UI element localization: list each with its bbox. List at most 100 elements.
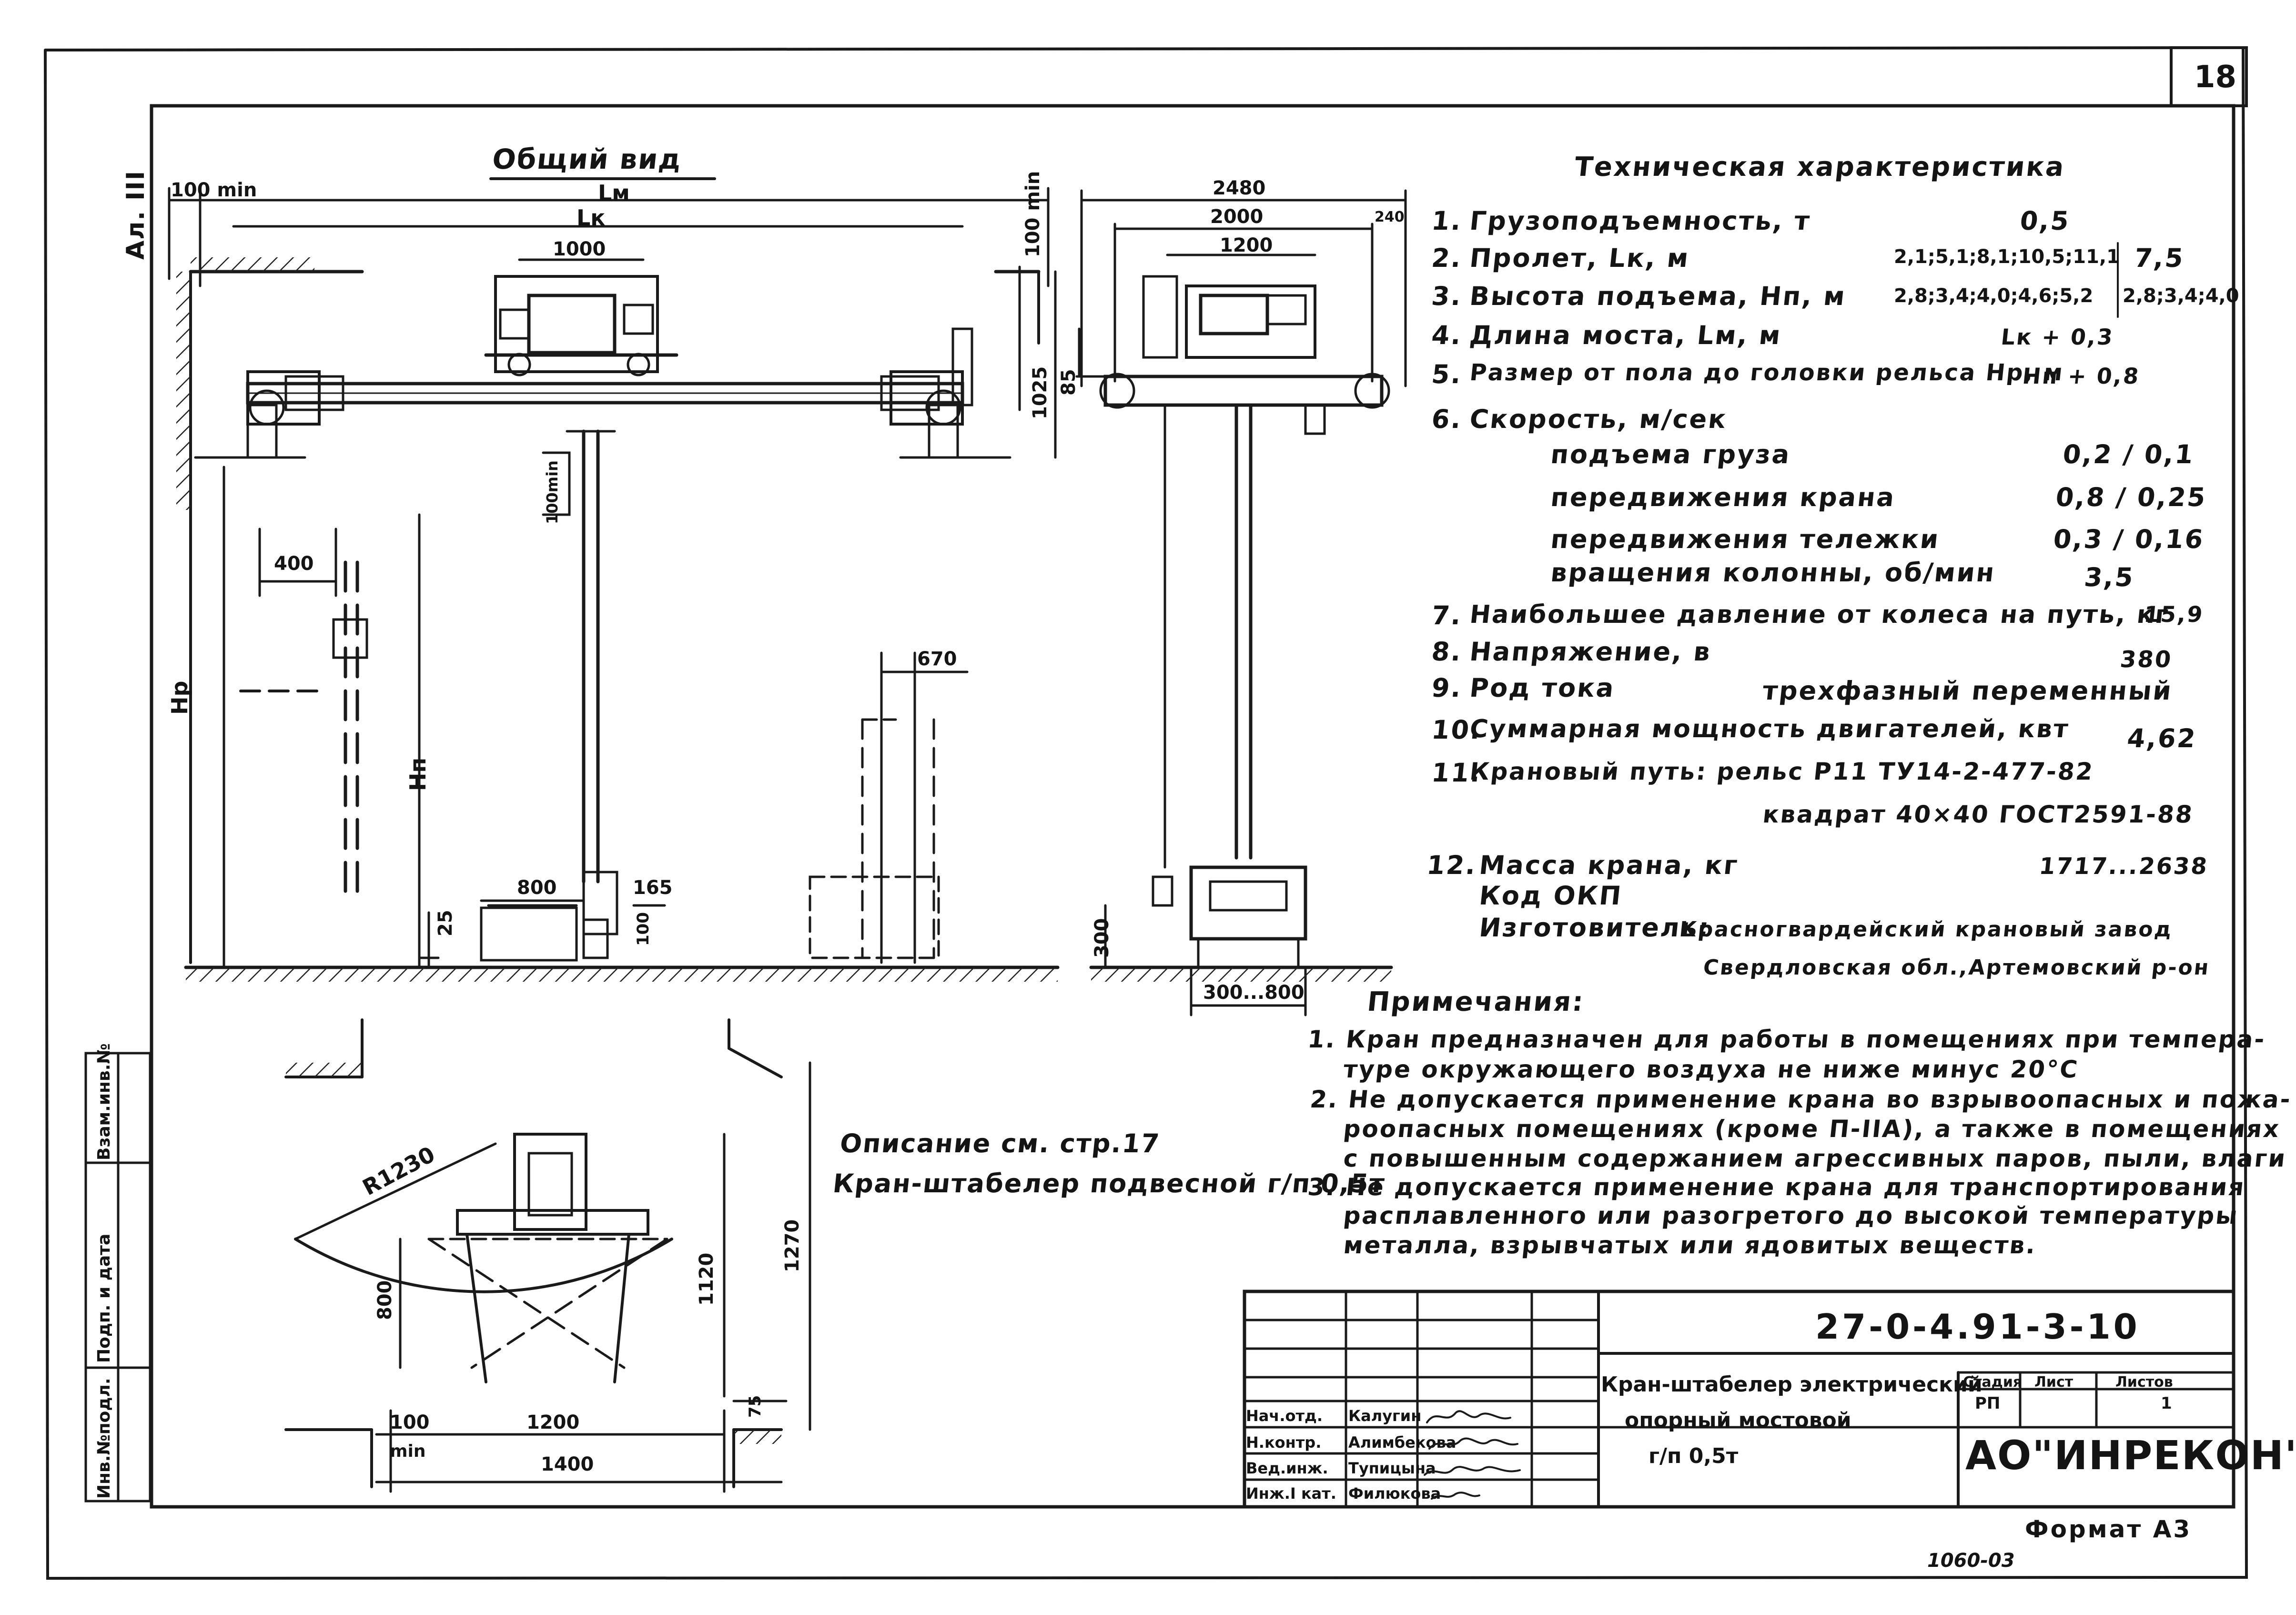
signer-1-role: Нач.отд.: [1246, 1407, 1323, 1425]
note-line-5: с повышенным содержанием агрессивных пар…: [1342, 1145, 2288, 1172]
drawing-frame: [150, 104, 2235, 1509]
stamp-podp-data: Подп. и дата: [94, 1233, 114, 1363]
tech-row-4-label: Длина моста, Lм, м: [1468, 320, 1783, 350]
dim-hp: Hр: [167, 681, 192, 715]
note-line-2: туре окружающего воздуха не ниже минус 2…: [1342, 1056, 2080, 1083]
tech-row-3-value: 2,8;3,4;4,0;4,6;5,2: [1894, 285, 2094, 307]
tech-row-10-value: 4,62: [2125, 723, 2198, 753]
tech-row-7-label: Наибольшее давление от колеса на путь, к…: [1468, 600, 2171, 629]
dim-1400: 1400: [541, 1453, 594, 1475]
sheet-number-box: [2170, 46, 2248, 107]
title-line-2: опорный мостовой: [1625, 1408, 1851, 1432]
dim-400: 400: [274, 553, 314, 575]
signer-2-role: Н.контр.: [1246, 1433, 1322, 1452]
note-line-3: 2. Не допускается применение крана во вз…: [1308, 1086, 2293, 1113]
sheets-value: 1: [2161, 1394, 2172, 1413]
tech-okp: Код ОКП: [1477, 881, 1624, 911]
tech-row-1-value: 0,5: [2018, 206, 2072, 236]
title-line-1: Кран-штабелер электрический: [1601, 1372, 1982, 1397]
description-line2: Кран-штабелер подвесной г/п 0,5т: [831, 1168, 1387, 1199]
title-line-3: г/п 0,5т: [1649, 1444, 1739, 1468]
view-title: Общий вид: [491, 143, 684, 175]
main-elevation: [168, 177, 1060, 982]
sheets-header: Листов: [2115, 1374, 2173, 1391]
tech-row-1-label: Грузоподъемность, т: [1468, 206, 1812, 236]
signer-4-role: Инж.I кат.: [1246, 1484, 1336, 1503]
signer-4-name: Филюкова: [1348, 1484, 1441, 1503]
album-marker: Ал. III: [121, 170, 150, 260]
dim-1200: 1200: [1220, 234, 1273, 256]
tech-row-10-label: Суммарная мощность двигателей, квт: [1468, 715, 2071, 743]
dim-2000: 2000: [1210, 206, 1264, 228]
tech-row-8-num: 8.: [1430, 637, 1464, 667]
note-line-7: расплавленного или разогретого до высоко…: [1342, 1202, 2240, 1229]
dim-165: 165: [633, 877, 673, 899]
bottom-code: 1060-03: [1927, 1550, 2015, 1572]
note-line-4: роопасных помещениях (кроме П-IIА), а та…: [1342, 1115, 2282, 1143]
tech-row-9-value: трехфазный переменный: [1761, 676, 2175, 706]
tech-row-2-value: 2,1;5,1;8,1;10,5;11,1: [1894, 246, 2120, 268]
dim-100min-hook: 100min: [543, 460, 561, 524]
title-block-grid: [1243, 1290, 2235, 1509]
tech-mass-label: Масса крана, кг: [1477, 850, 1740, 880]
tech-title: Техническая характеристика: [1573, 152, 2067, 183]
tech-row-8-value: 380: [2119, 646, 2174, 673]
tech-maker: Красногвардейский крановый завод: [1678, 917, 2175, 942]
description-line1: Описание см. стр.17: [839, 1128, 1162, 1158]
tech-row-3-num: 3.: [1430, 281, 1464, 311]
tech-row-9-num: 9.: [1430, 673, 1464, 703]
speed-4-value: 3,5: [2083, 562, 2136, 592]
signer-3-role: Вед.инж.: [1246, 1459, 1328, 1477]
tech-row-9-label: Род тока: [1468, 673, 1617, 703]
dim-1200-plan: 1200: [526, 1412, 580, 1433]
speed-1-value: 0,2 / 0,1: [2061, 439, 2196, 469]
dim-lm: Lм: [598, 180, 630, 206]
tech-row-8-label: Напряжение, в: [1468, 637, 1713, 667]
speed-2-label: передвижения крана: [1549, 482, 1897, 512]
speed-2-value: 0,8 / 0,25: [2054, 482, 2208, 512]
stage-header: Стадия: [1963, 1374, 2023, 1391]
tech-row-2-num: 2.: [1430, 243, 1464, 273]
signer-1-name: Калугин: [1348, 1407, 1422, 1425]
tech-row-5-num: 5.: [1430, 359, 1464, 389]
dim-100-plan: 100: [390, 1412, 430, 1433]
doc-code: 27-0-4.91-3-10: [1815, 1307, 2140, 1347]
dim-hn: Hп: [405, 757, 431, 791]
note-line-8: металла, взрывчатых или ядовитых веществ…: [1342, 1231, 2038, 1259]
dim-670: 670: [917, 648, 957, 670]
tech-row-2-label: Пролет, Lк, м: [1468, 243, 1691, 273]
signatures: [1424, 1410, 1521, 1500]
tech-row-5-label: Размер от пола до головки рельса Hр, м: [1468, 359, 2065, 386]
dim-100min-right: 100 min: [1022, 171, 1044, 257]
notes-title: Примечания:: [1365, 986, 1586, 1017]
dim-300: 300: [1091, 918, 1113, 958]
tech-row-3-label: Высота подъема, Hп, м: [1468, 281, 1848, 311]
dim-lk: Lк: [577, 205, 606, 231]
dim-800-plan: 800: [374, 1280, 396, 1320]
sheet-header: Лист: [2034, 1374, 2073, 1391]
speed-1-label: подъема груза: [1549, 439, 1792, 469]
note-line-1: 1. Кран предназначен для работы в помеще…: [1306, 1026, 2267, 1053]
tech-row-11-label: Крановый путь: рельс Р11 ТУ14-2-477-82: [1468, 758, 2095, 785]
dim-300-800: 300...800: [1203, 982, 1305, 1004]
dim-85: 85: [1058, 369, 1080, 396]
tech-maker-label: Изготовитель:: [1477, 913, 1712, 943]
sheet-number: 18: [2194, 60, 2237, 95]
speed-4-label: вращения колонны, об/мин: [1549, 558, 1997, 588]
speed-3-label: передвижения тележки: [1549, 524, 1942, 554]
tech-row-4-value: Lк + 0,3: [2000, 324, 2115, 350]
dim-75: 75: [746, 1395, 765, 1418]
tech-row-5-value: Hп + 0,8: [2021, 363, 2142, 389]
speed-3-value: 0,3 / 0,16: [2052, 524, 2206, 554]
tech-row-7-num: 7.: [1430, 600, 1464, 630]
tech-mass-value: 1717...2638: [2038, 853, 2210, 880]
tech-row-7-value: 15,9: [2143, 601, 2205, 627]
dim-1000: 1000: [553, 238, 606, 260]
note-line-6: 3. Не допускается применение крана для т…: [1306, 1173, 2247, 1201]
tech-row-3-value2: 2,8;3,4;4,0: [2123, 285, 2239, 307]
format-label: Формат А3: [2025, 1515, 2192, 1543]
tech-row-1-num: 1.: [1430, 206, 1464, 236]
dim-240: 240: [1375, 209, 1405, 225]
tech-row-4-num: 4.: [1430, 320, 1464, 350]
